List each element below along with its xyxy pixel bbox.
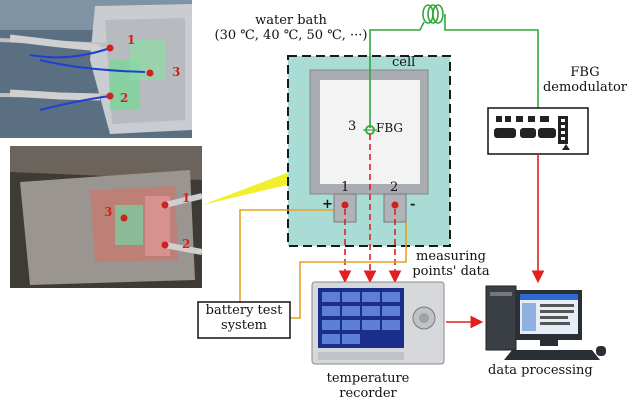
photo-top-marker-3: 3 xyxy=(172,65,181,79)
pc-computer xyxy=(485,285,606,360)
water-bath-label: water bath (30 ℃, 40 ℃, 50 ℃, ···) xyxy=(214,13,368,43)
point-2-label: 2 xyxy=(390,180,399,195)
photo-bottom-marker-3: 3 xyxy=(104,205,113,219)
fbg-label: FBG xyxy=(376,121,403,135)
zoom-wedge xyxy=(202,168,300,205)
terminal-plus-label: + xyxy=(322,197,333,212)
point-1-label: 1 xyxy=(341,180,350,195)
photo-bottom xyxy=(10,146,203,288)
data-processing-label: data processing xyxy=(488,363,593,378)
cell-label: cell xyxy=(392,55,416,70)
point-2-dot xyxy=(391,201,399,209)
battery-test-system-label: battery test system xyxy=(205,303,283,333)
terminal-minus-label: - xyxy=(410,197,416,212)
fiber-optic xyxy=(369,4,539,128)
battery-test-system-box xyxy=(197,301,291,339)
photo-top-marker-1: 1 xyxy=(127,33,136,47)
battery-wires xyxy=(239,209,407,319)
photo-top-marker-2: 2 xyxy=(120,91,129,105)
measuring-points-label: measuring points' data xyxy=(412,249,490,279)
fbg-demodulator-device xyxy=(487,107,589,155)
fbg-number: 3 xyxy=(348,119,357,134)
temperature-recorder-device xyxy=(311,281,445,365)
point-1-dot xyxy=(341,201,349,209)
photo-top xyxy=(0,0,192,138)
fbg-demodulator-label: FBG demodulator xyxy=(542,65,628,95)
temperature-recorder-label: temperature recorder xyxy=(326,371,410,401)
measuring-lines xyxy=(338,134,402,284)
photo-bottom-marker-2: 2 xyxy=(182,237,191,251)
photo-bottom-marker-1: 1 xyxy=(182,191,191,205)
